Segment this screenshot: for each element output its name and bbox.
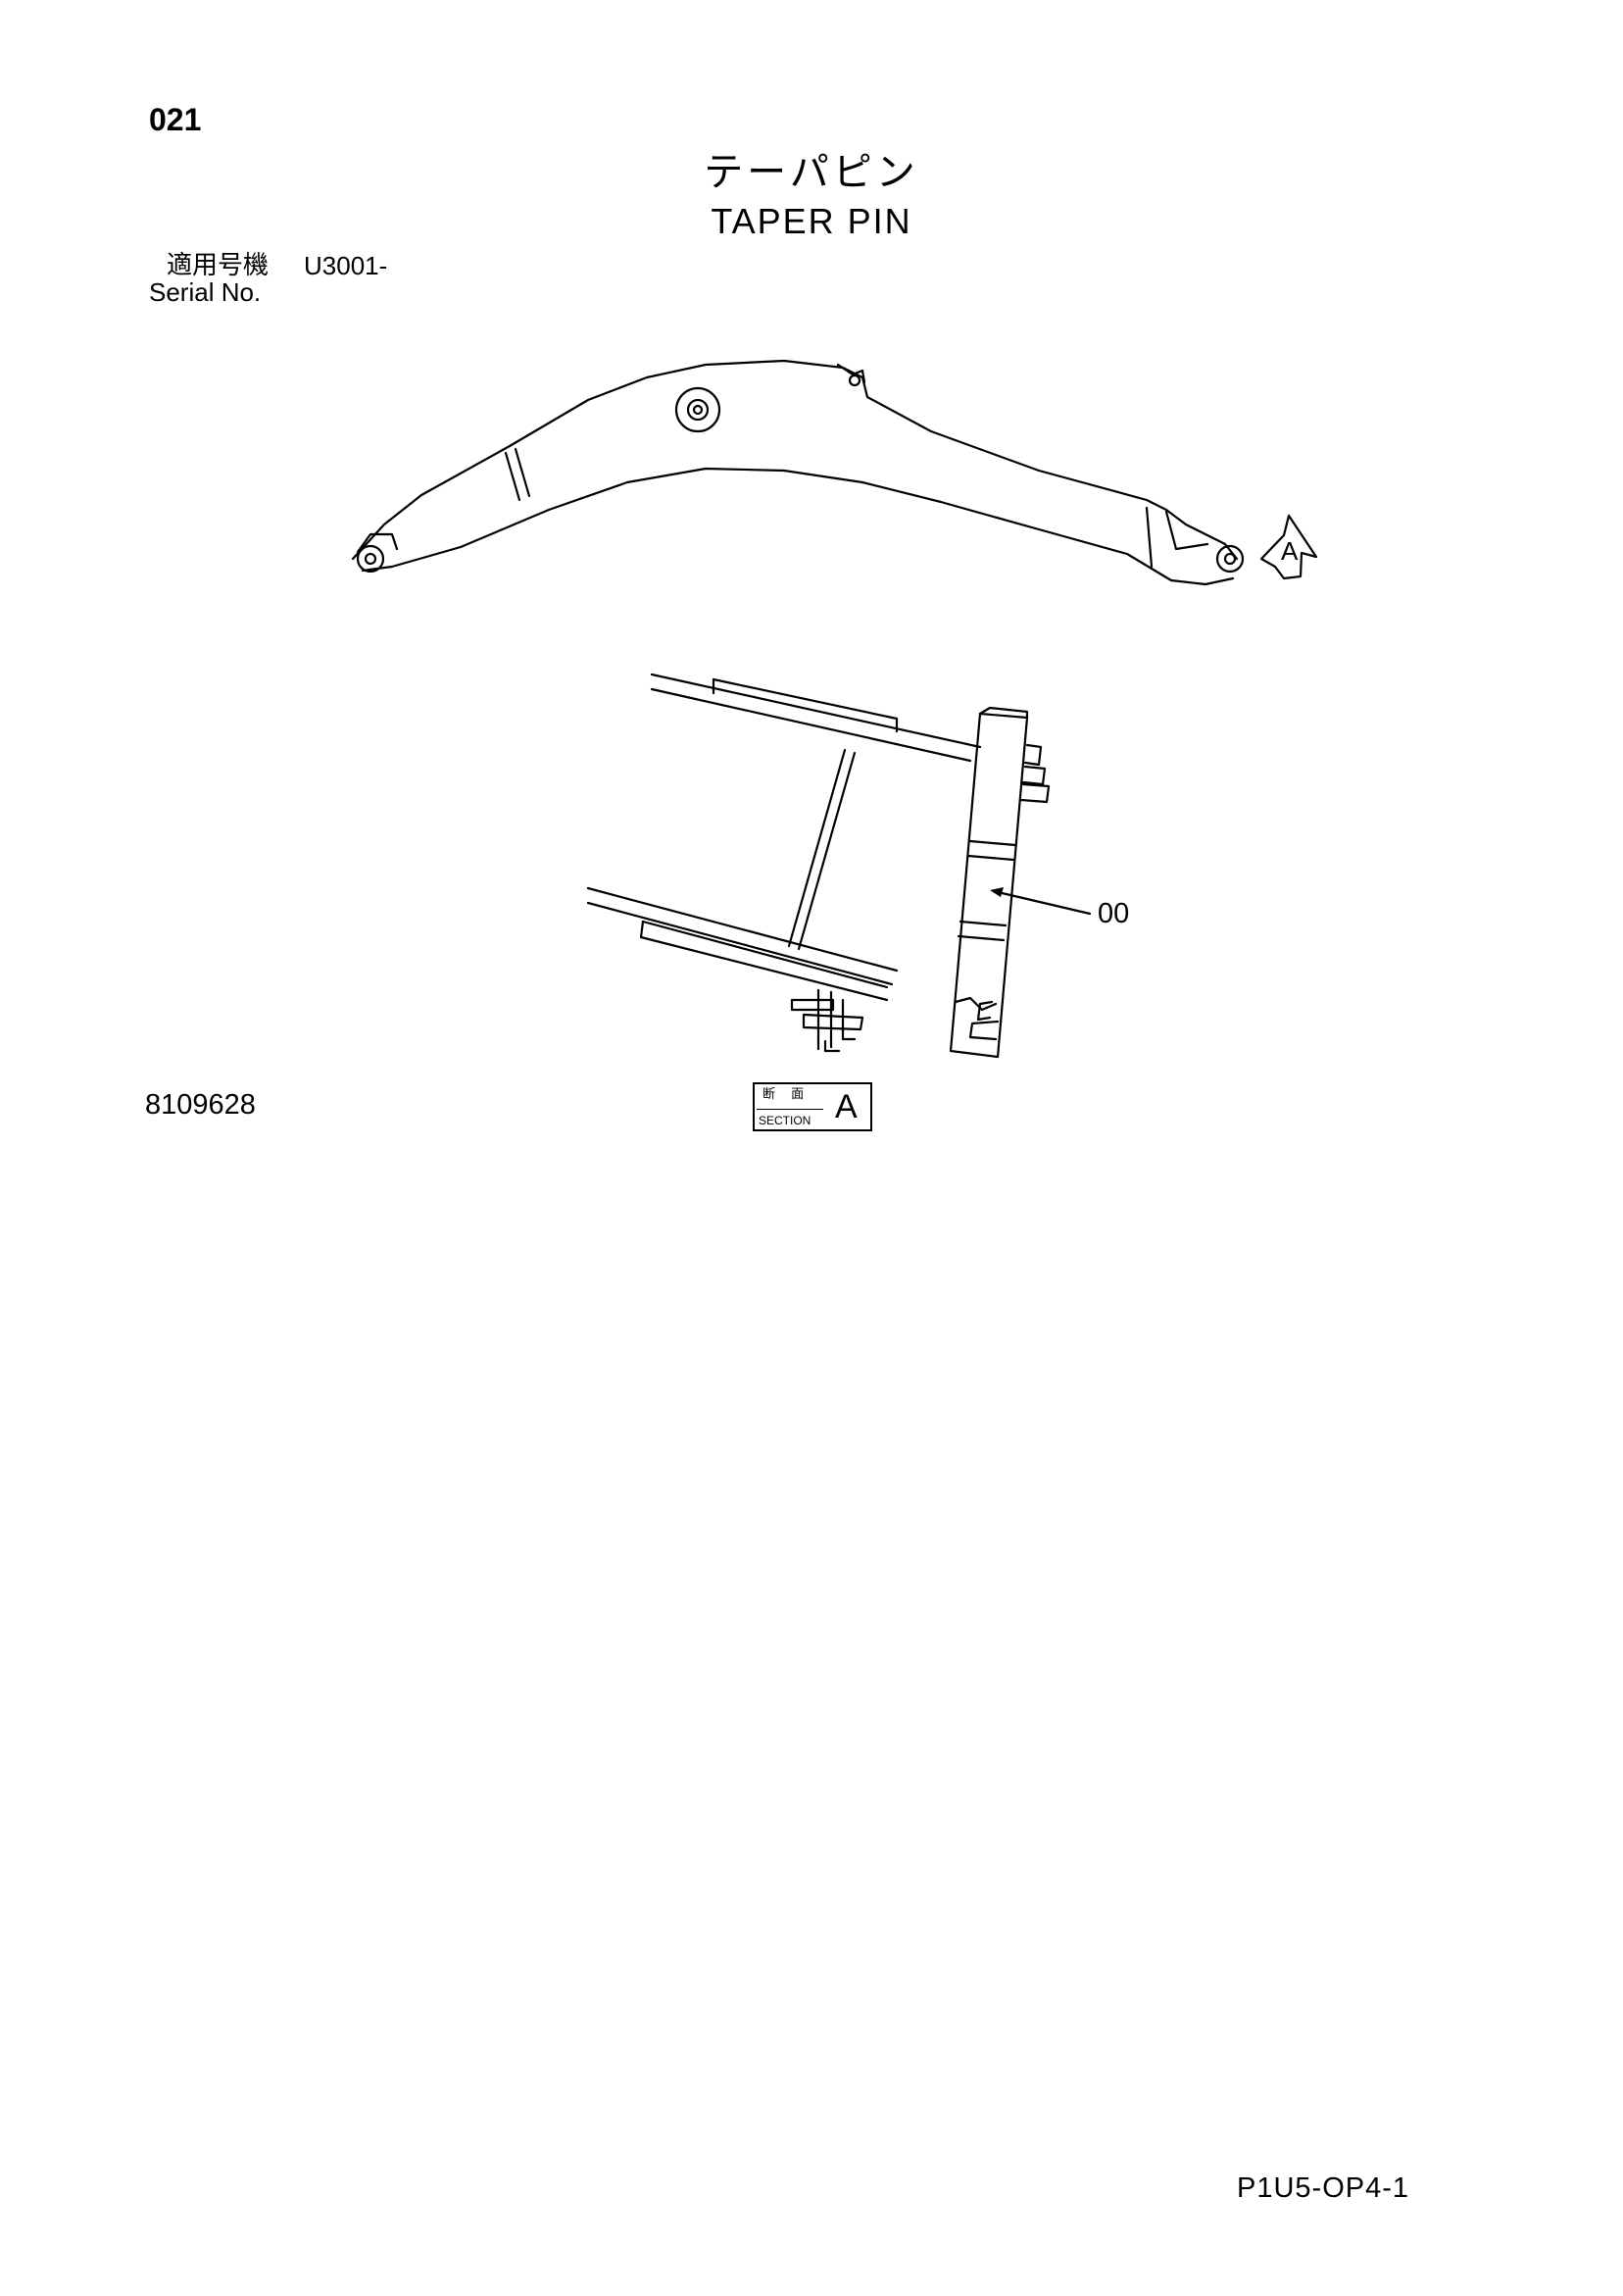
boom-illustration — [351, 359, 1318, 586]
section-letter: A — [835, 1088, 858, 1125]
callout-label: 00 — [1098, 898, 1130, 929]
footer-code: P1U5-OP4-1 — [1237, 2172, 1410, 2204]
section-label-jp: 断 面 — [762, 1087, 811, 1102]
view-marker-label: A — [1281, 536, 1299, 566]
page-number: 021 — [149, 102, 202, 137]
page-title-jp: テーパピン — [704, 150, 919, 195]
drawing-number: 8109628 — [145, 1089, 256, 1121]
serial-label-en: Serial No. — [149, 277, 262, 307]
serial-label-jp: 適用号機 — [167, 251, 270, 280]
serial-value: U3001- — [304, 251, 388, 280]
section-divider — [757, 1109, 823, 1110]
page-title-en: TAPER PIN — [711, 201, 912, 241]
section-label-en: SECTION — [759, 1114, 812, 1127]
section-a-illustration — [586, 673, 1092, 1059]
section-label-box: 断 面 SECTION A — [753, 1082, 872, 1131]
